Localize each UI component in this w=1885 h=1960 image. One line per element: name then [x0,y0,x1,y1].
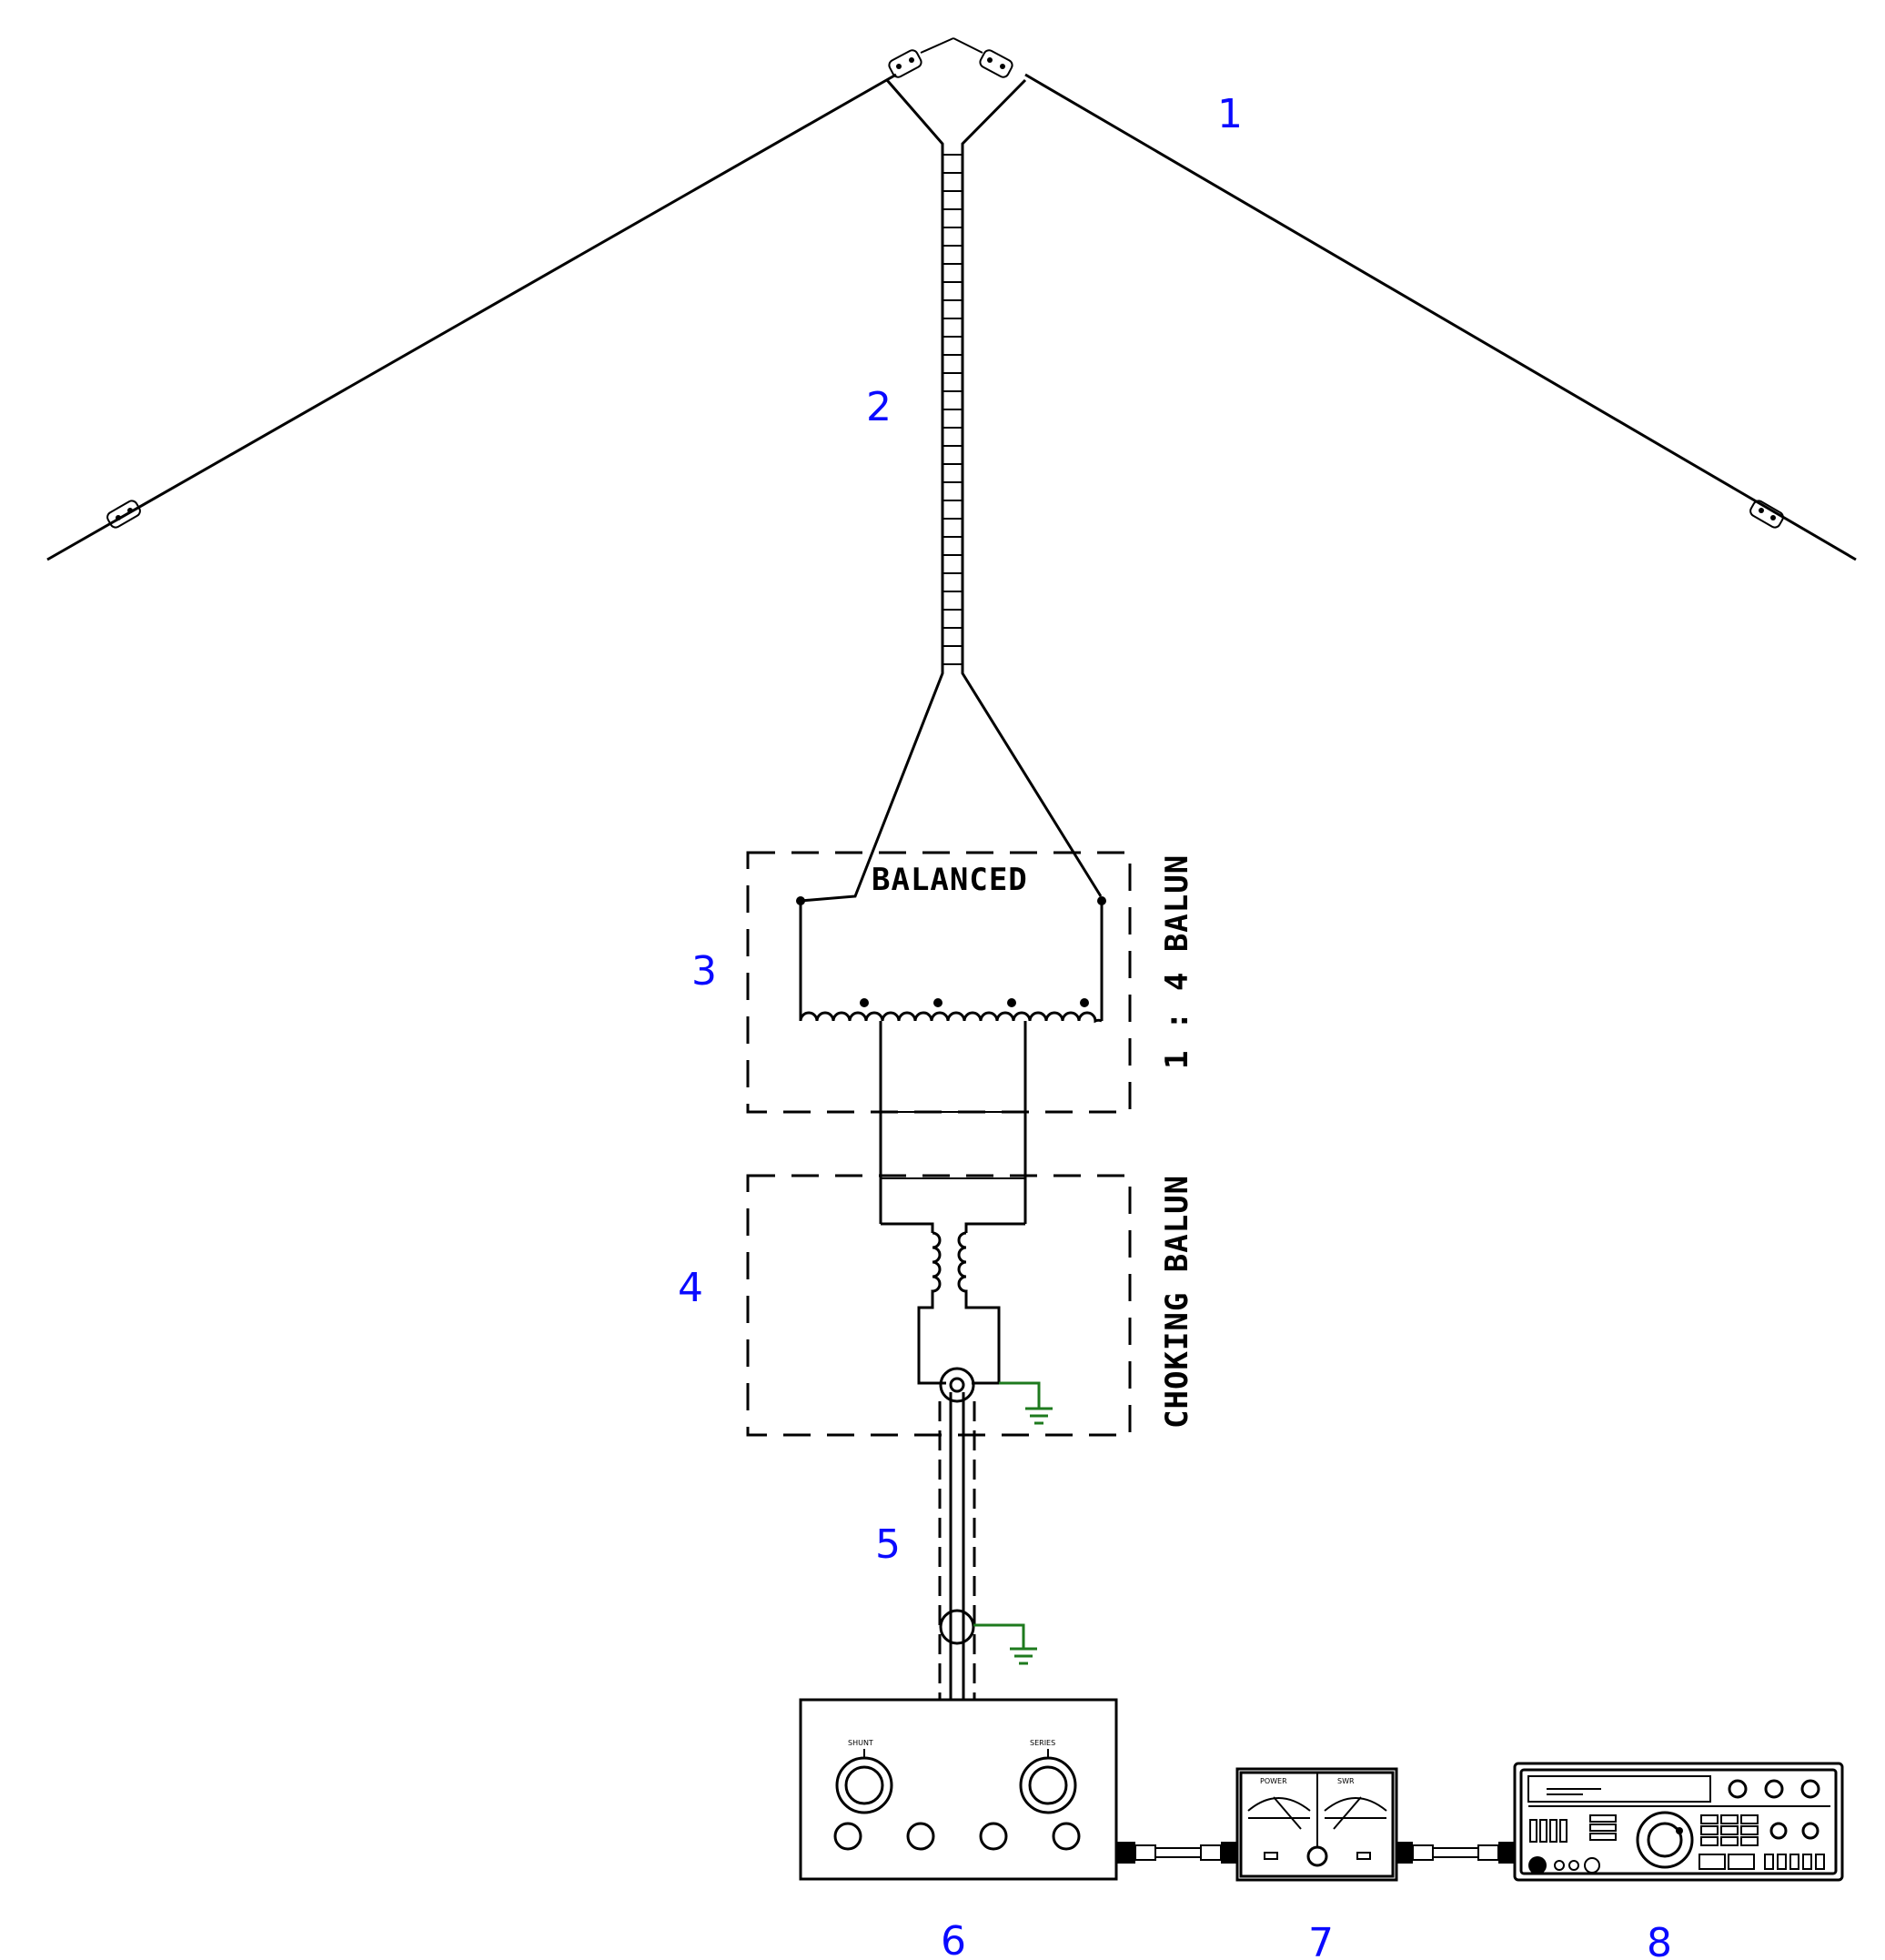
callout-2: 2 [866,384,892,430]
ladder-rungs [942,154,963,665]
choke-coil-right-icon [957,1231,968,1293]
tuner-knob-icon[interactable] [979,1822,1008,1851]
radio-display-icon [1527,1775,1711,1803]
balun-winding-icon [799,1011,1103,1024]
center-insulator-icon [888,37,1013,78]
callout-3: 3 [691,948,717,995]
ground-symbol-icon [999,1381,1053,1425]
callout-1: 1 [1217,91,1243,137]
tuner-knob-icon[interactable] [906,1822,935,1851]
shunt-knob-icon[interactable] [835,1756,893,1814]
patch-cable-meter-radio [1396,1842,1515,1864]
right-dipole-leg [1024,73,1857,561]
meter-knob-icon[interactable] [1306,1845,1328,1867]
balun-1-4: BALANCED 1 : 4 BALUN [746,851,1195,1224]
balun-1-4-label: 1 : 4 BALUN [1159,854,1195,1069]
shunt-label: SHUNT [848,1739,873,1747]
choke-coil-left-icon [931,1231,942,1293]
power-button-icon[interactable] [1528,1856,1547,1874]
swr-meter-dial-icon [1324,1797,1387,1812]
tuner-knob-icon[interactable] [833,1822,862,1851]
transceiver [1513,1762,1844,1882]
power-meter-dial-icon [1247,1797,1311,1812]
ladder-line [800,78,1103,903]
choking-balun-box [746,1174,1132,1437]
callout-6: 6 [941,1918,966,1960]
series-knob-icon[interactable] [1019,1756,1077,1814]
coax-ground-connector-icon [939,1609,975,1645]
balanced-label: BALANCED [872,862,1028,898]
callout-5: 5 [875,1521,901,1568]
patch-cable-tuner-meter [1117,1842,1237,1864]
left-dipole-leg [46,73,897,561]
tuner-knob-icon[interactable] [1052,1822,1081,1851]
swr-label: SWR [1337,1777,1355,1785]
ground-symbol-icon [973,1623,1037,1665]
left-end-insulator-icon [106,500,141,529]
coax-connector-icon [939,1367,975,1403]
callout-8: 8 [1647,1920,1672,1960]
power-label: POWER [1260,1777,1287,1785]
coax-feedline [938,1392,1037,1700]
series-label: SERIES [1030,1739,1055,1747]
swr-power-meter: POWER SWR [1235,1767,1398,1882]
right-end-insulator-icon [1749,500,1784,529]
callout-4: 4 [678,1265,703,1311]
callout-7: 7 [1308,1920,1334,1960]
choking-balun-label: CHOKING BALUN [1159,1175,1195,1429]
vfo-knob-icon[interactable] [1636,1811,1694,1869]
antenna-tuner: SHUNT SERIES [799,1698,1118,1881]
dipole-antenna [46,37,1857,561]
choking-balun: CHOKING BALUN [746,1174,1195,1437]
